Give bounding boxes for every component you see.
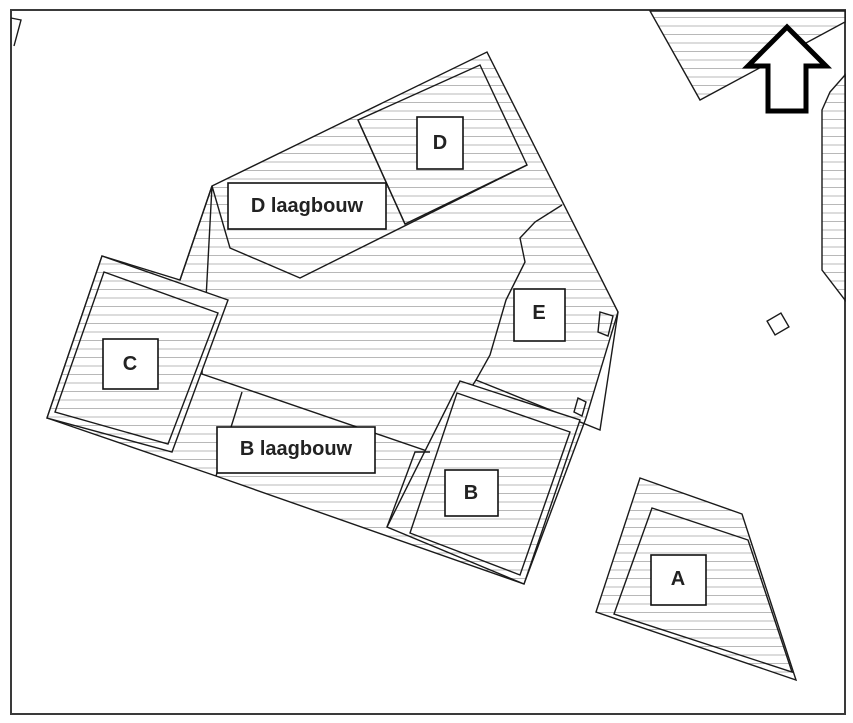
building-e-notch-2: [573, 396, 587, 418]
label-c-text: C: [123, 353, 137, 375]
label-e: E: [513, 288, 566, 342]
building-a-inner: [613, 507, 794, 674]
label-d: D: [416, 116, 464, 170]
building-d-low-outline: [211, 164, 528, 279]
building-e-notch: [597, 311, 614, 337]
label-b-text: B: [464, 482, 478, 504]
label-a-text: A: [671, 568, 685, 590]
label-d-text: D: [433, 132, 447, 154]
label-a: A: [650, 554, 707, 606]
parcel-top-left-corner: [10, 17, 22, 47]
building-b-inner: [409, 392, 571, 576]
building-d-divider: [357, 119, 406, 225]
label-b: B: [444, 469, 499, 517]
label-c: C: [102, 338, 159, 390]
label-b-laagbouw-text: B laagbouw: [240, 438, 353, 460]
label-d-laagbouw: D laagbouw: [227, 182, 387, 230]
building-c-inner: [54, 271, 219, 445]
map-frame: [10, 9, 846, 715]
label-b-laagbouw: B laagbouw: [216, 426, 376, 474]
small-marker: [766, 312, 790, 336]
label-e-text: E: [532, 302, 545, 324]
north-arrow-icon: [741, 23, 833, 114]
parcel-right-edge: [821, 73, 846, 303]
building-b-low-divider: [386, 451, 430, 528]
label-d-laagbouw-text: D laagbouw: [251, 195, 364, 217]
